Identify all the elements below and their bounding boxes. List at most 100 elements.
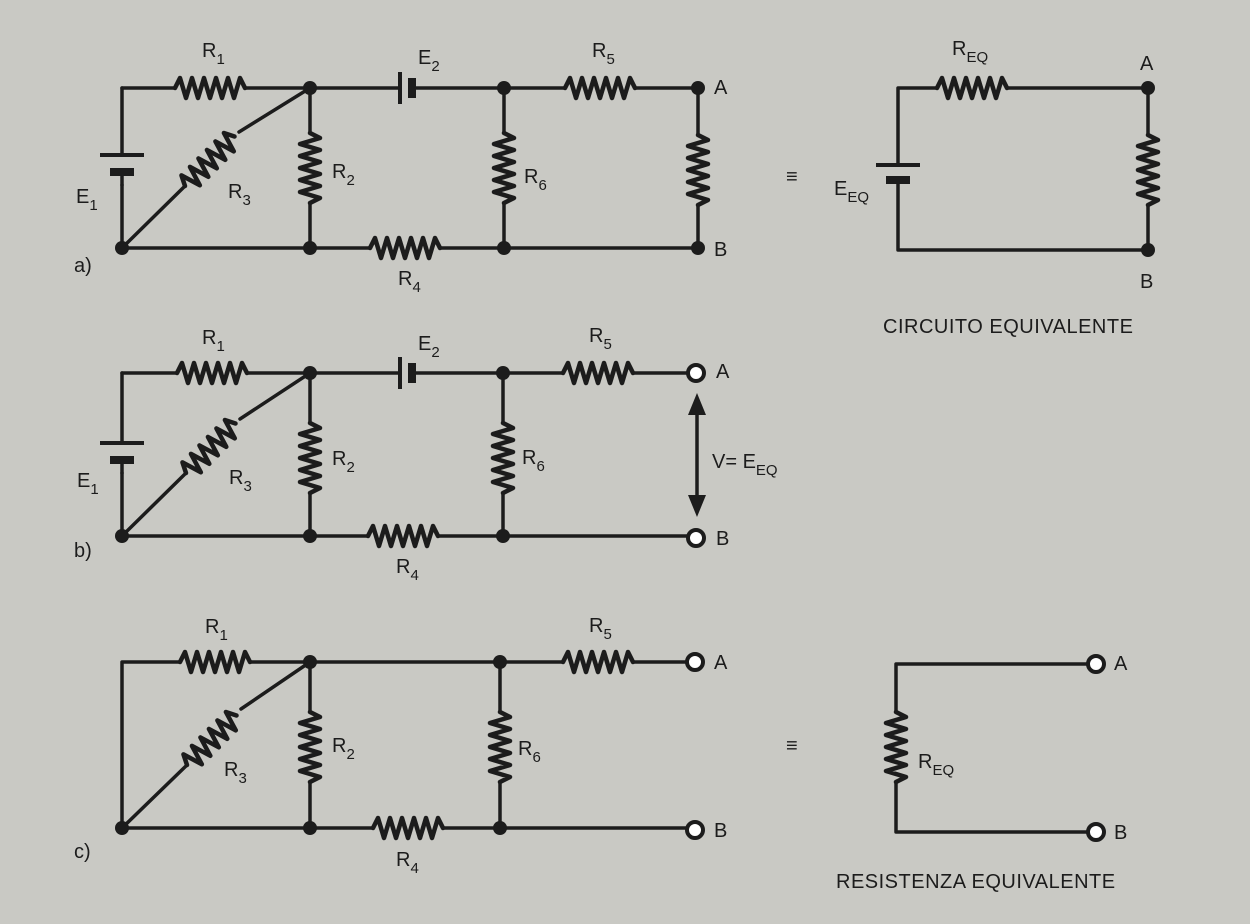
terminal-a-label: A (716, 361, 730, 383)
eeq-label: EEQ (834, 178, 869, 206)
terminal-a-open (1086, 654, 1106, 674)
terminal-b-node (691, 241, 705, 255)
junction-node (303, 821, 317, 835)
terminal-b-open (1086, 822, 1106, 842)
r1-resistor (180, 652, 250, 672)
circuit-c: R1 R5 R2 R6 R3 R4 A B c) (74, 615, 728, 877)
r6-label: R6 (518, 738, 541, 766)
junction-node (493, 655, 507, 669)
junction-node (303, 655, 317, 669)
junction-node (496, 366, 510, 380)
e2-battery (398, 72, 416, 104)
r3-label: R3 (228, 181, 251, 209)
e1-battery (100, 441, 144, 475)
r4-resistor (373, 818, 443, 838)
terminal-b-label: B (716, 528, 729, 550)
junction-node (303, 366, 317, 380)
panel-c-label: c) (74, 841, 91, 863)
terminal-a-node (691, 81, 705, 95)
req-label: REQ (952, 38, 988, 66)
r1-resistor (175, 78, 245, 98)
r2-label: R2 (332, 735, 355, 763)
thevenin-caption: CIRCUITO EQUIVALENTE (883, 316, 1133, 338)
r5-resistor (563, 363, 633, 383)
r2-resistor (300, 133, 320, 203)
resistance-equivalent: REQ A B RESISTENZA EQUIVALENTE (836, 653, 1128, 893)
e2-battery (398, 357, 416, 389)
r5-label: R5 (589, 325, 612, 353)
r1-label: R1 (205, 616, 228, 644)
circuit-c-wires (120, 660, 690, 830)
e1-label: E1 (77, 470, 99, 498)
r4-label: R4 (396, 556, 419, 584)
terminal-b-label: B (1140, 271, 1153, 293)
terminal-a-node (1141, 81, 1155, 95)
junction-node (496, 529, 510, 543)
junction-node (115, 529, 129, 543)
r6-resistor (493, 423, 513, 493)
r1-label: R1 (202, 40, 225, 68)
junction-node (497, 241, 511, 255)
eeq-battery (876, 163, 920, 184)
r3-label: R3 (229, 467, 252, 495)
r6-label: R6 (524, 166, 547, 194)
terminal-b-label: B (1114, 822, 1127, 844)
voltage-arrow (688, 393, 706, 517)
circuit-b-wires (120, 371, 690, 538)
req-label: REQ (918, 751, 954, 779)
r2-resistor (300, 423, 320, 493)
r5-resistor (563, 652, 633, 672)
terminal-a-label: A (1114, 653, 1128, 675)
terminal-b-label: B (714, 820, 727, 842)
e1-battery (100, 153, 144, 187)
circuit-b: R1 R5 E2 R2 R6 R3 E1 R4 A B V= EEQ b) (74, 325, 778, 584)
r4-resistor (370, 238, 440, 258)
r1-label: R1 (202, 327, 225, 355)
r6-resistor (494, 133, 514, 203)
r6-resistor (490, 712, 510, 782)
r2-label: R2 (332, 448, 355, 476)
junction-node (493, 821, 507, 835)
r5-label: R5 (592, 40, 615, 68)
terminal-a-label: A (714, 652, 728, 674)
junction-node (115, 241, 129, 255)
r5-label: R5 (589, 615, 612, 643)
req-resistor (937, 78, 1007, 98)
r4-label: R4 (398, 268, 421, 296)
terminal-b-open (685, 820, 705, 840)
r3-label: R3 (224, 759, 247, 787)
terminal-a-label: A (714, 77, 728, 99)
terminal-a-open (685, 652, 705, 672)
voltage-label: V= EEQ (712, 451, 778, 479)
r2-label: R2 (332, 161, 355, 189)
terminal-b-label: B (714, 239, 727, 261)
junction-node (115, 821, 129, 835)
req-resistor (886, 712, 906, 782)
circuit-a-wires (120, 86, 700, 250)
panel-b-label: b) (74, 540, 92, 562)
equivalence-symbol: ≡ (786, 166, 798, 188)
e1-label: E1 (76, 186, 98, 214)
r5-resistor (565, 78, 635, 98)
load-resistor (688, 135, 708, 205)
thevenin-equivalent: REQ EEQ A B CIRCUITO EQUIVALENTE (834, 38, 1158, 338)
e2-label: E2 (418, 47, 440, 75)
resistance-caption: RESISTENZA EQUIVALENTE (836, 871, 1116, 893)
e2-label: E2 (418, 333, 440, 361)
terminal-a-open (686, 363, 706, 383)
circuit-a: R1 R5 E2 R2 R6 R3 E1 R4 A B a) (74, 40, 728, 296)
junction-node (303, 81, 317, 95)
panel-a-label: a) (74, 255, 92, 277)
terminal-b-open (686, 528, 706, 548)
terminal-a-label: A (1140, 53, 1154, 75)
junction-node (497, 81, 511, 95)
terminal-b-node (1141, 243, 1155, 257)
junction-node (303, 241, 317, 255)
r4-label: R4 (396, 849, 419, 877)
r6-label: R6 (522, 447, 545, 475)
load-resistor (1138, 135, 1158, 205)
r4-resistor (368, 526, 438, 546)
r2-resistor (300, 712, 320, 782)
equivalence-symbol: ≡ (786, 735, 798, 757)
